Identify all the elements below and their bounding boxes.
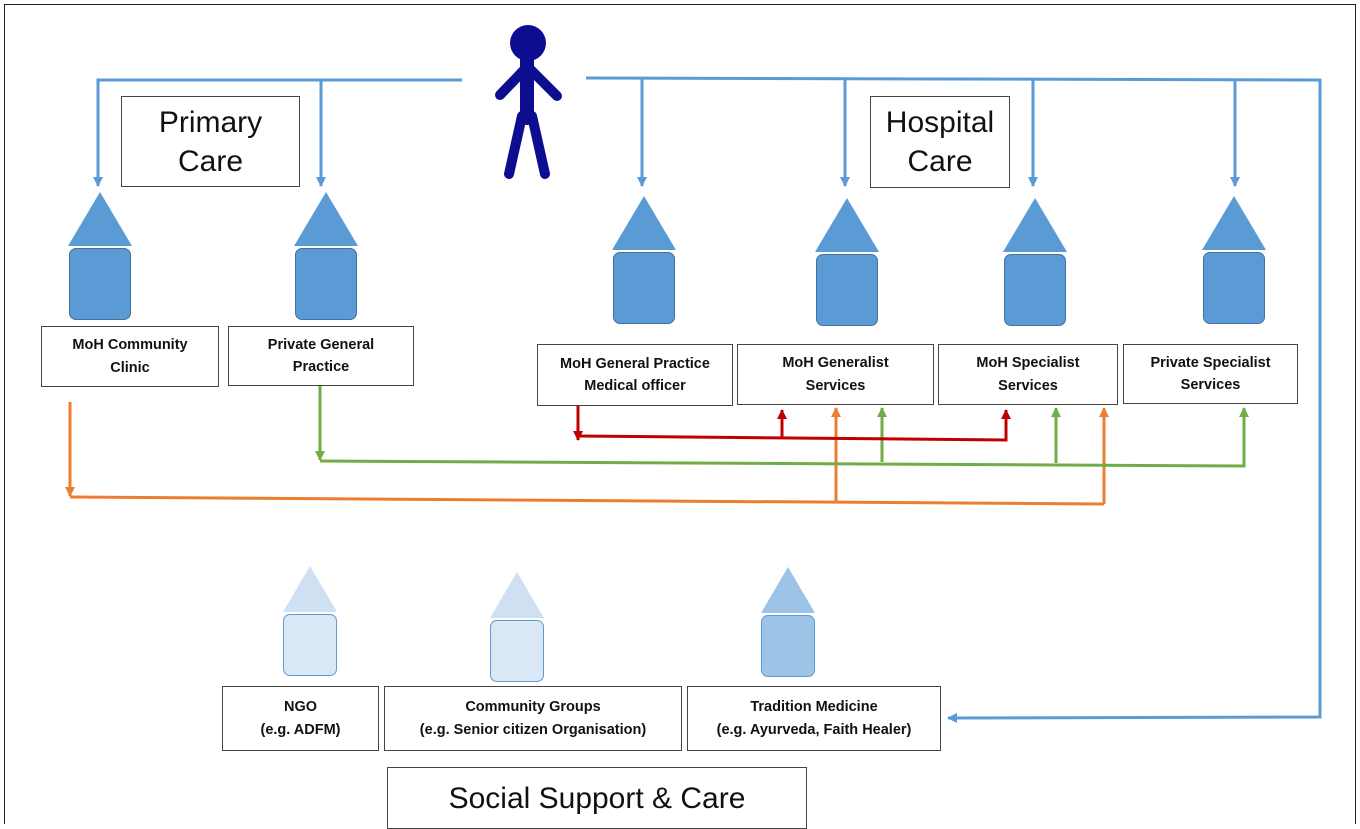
facility-building-icon	[1202, 196, 1266, 324]
hospital-care-label-line2: Care	[907, 145, 973, 178]
facility-building-icon	[815, 198, 879, 326]
primary-care-label-line2: Care	[177, 144, 244, 178]
moh-gp-medical-officer-line2: Medical officer	[584, 378, 686, 394]
moh-gp-medical-officer-line1: MoH General Practice	[560, 355, 710, 372]
ngo-box: NGO (e.g. ADFM)	[222, 686, 379, 751]
facility-building-icon	[1003, 198, 1067, 326]
private-specialist-services-box: Private Specialist Services	[1123, 344, 1298, 404]
tradition-medicine-line1: Tradition Medicine	[750, 699, 878, 716]
facility-building-icon	[760, 567, 816, 677]
social-support-label-text: Social Support & Care	[448, 781, 746, 815]
facility-building-icon	[294, 192, 358, 320]
ngo-line1: NGO	[283, 699, 318, 716]
private-general-practice-line1: Private General	[267, 336, 375, 353]
moh-community-clinic-box: MoH Community Clinic	[41, 326, 219, 387]
diagram-frame	[4, 4, 1356, 824]
facility-building-icon	[612, 196, 676, 324]
community-groups-line2: (e.g. Senior citizen Organisation)	[419, 721, 647, 738]
moh-generalist-services-box: MoH Generalist Services	[737, 344, 934, 405]
private-specialist-services-line1: Private Specialist	[1150, 354, 1271, 371]
moh-specialist-services-box: MoH Specialist Services	[938, 344, 1118, 405]
community-groups-box: Community Groups (e.g. Senior citizen Or…	[384, 686, 682, 751]
moh-community-clinic-line1: MoH Community	[72, 337, 188, 354]
person-icon	[495, 25, 562, 179]
hospital-care-label: Hospital Care	[870, 96, 1010, 188]
social-support-label: Social Support & Care	[387, 767, 807, 829]
private-general-practice-box: Private General Practice	[228, 326, 414, 386]
primary-care-label-line1: Primary	[158, 105, 263, 139]
moh-gp-medical-officer-box: MoH General Practice Medical officer	[537, 344, 733, 406]
private-general-practice-line2: Practice	[292, 359, 350, 375]
tradition-medicine-line2: (e.g. Ayurveda, Faith Healer)	[716, 721, 912, 738]
private-practice-referral-lines	[315, 386, 1249, 468]
private-specialist-services-line2: Services	[1180, 377, 1241, 393]
primary-care-label: Primary Care	[121, 96, 300, 187]
moh-community-clinic-line2: Clinic	[110, 359, 150, 376]
moh-generalist-services-line1: MoH Generalist	[782, 355, 889, 372]
facility-building-icon	[68, 192, 132, 320]
moh-generalist-services-line2: Services	[805, 377, 866, 394]
community-clinic-referral-lines	[65, 402, 1109, 506]
community-groups-line1: Community Groups	[465, 699, 601, 716]
tradition-medicine-box: Tradition Medicine (e.g. Ayurveda, Faith…	[687, 686, 941, 751]
ngo-line2: (e.g. ADFM)	[260, 721, 341, 738]
facility-building-icon	[282, 566, 338, 676]
hospital-care-label-line1: Hospital	[885, 106, 995, 139]
patient-access-lines	[93, 76, 1322, 723]
moh-specialist-services-line1: MoH Specialist	[976, 355, 1080, 372]
medical-officer-referral-lines	[573, 405, 1011, 442]
facility-building-icon	[489, 572, 545, 682]
moh-specialist-services-line2: Services	[998, 377, 1058, 394]
